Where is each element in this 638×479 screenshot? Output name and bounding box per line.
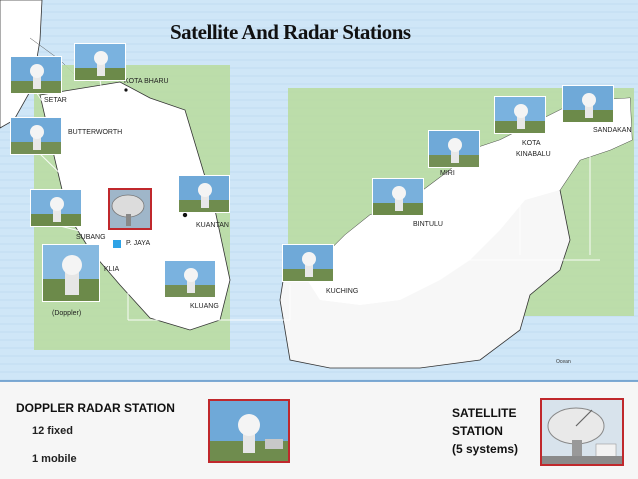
label-miri: MIRI	[440, 170, 455, 177]
label-putrajaya: P. JAYA	[126, 240, 151, 247]
radar-dome-icon	[43, 245, 99, 301]
radar-photo-sandakan	[562, 85, 614, 123]
radar-dome-icon	[429, 131, 479, 167]
radar-photo-setar	[10, 56, 62, 94]
label-klia: KLIA	[104, 266, 120, 273]
kuantan-marker	[182, 212, 188, 218]
doppler-fixed-count: 12 fixed	[32, 425, 73, 437]
legend-panel: DOPPLER RADAR STATION 12 fixed 1 mobile …	[0, 382, 638, 479]
satellite-legend-line1: SATELLITE	[452, 406, 517, 420]
radar-dome-icon	[31, 190, 81, 226]
radar-dome-icon	[373, 179, 423, 215]
radar-dome-icon	[563, 86, 613, 122]
doppler-mobile-count: 1 mobile	[32, 453, 77, 465]
label-kluang: KLUANG	[190, 303, 219, 310]
radar-photo-kuantan	[178, 175, 230, 213]
radar-dome-icon	[495, 97, 545, 133]
radar-dome-icon	[75, 44, 125, 80]
label-kota-bharu: KOTA BHARU	[124, 78, 169, 85]
radar-photo-doppler	[42, 244, 100, 302]
satellite-legend-line2: STATION	[452, 424, 503, 438]
label-setar: SETAR	[44, 97, 67, 104]
radar-photo-kota-bharu	[74, 43, 126, 81]
radar-photo-kuching	[282, 244, 334, 282]
label-bintulu: BINTULU	[413, 221, 443, 228]
label-kuching: KUCHING	[326, 288, 359, 295]
radar-photo-bintulu	[372, 178, 424, 216]
malaysian-borneo	[288, 98, 632, 305]
satellite-dish-icon	[110, 190, 150, 228]
radar-photo-kota-kinabalu	[494, 96, 546, 134]
doppler-legend-photo	[208, 399, 290, 463]
page-title: Satellite And Radar Stations	[170, 20, 411, 44]
radar-dome-icon	[179, 176, 229, 212]
label-kota-kinabalu-line2: KINABALU	[516, 151, 551, 158]
radar-photo-kluang	[164, 260, 216, 298]
putrajaya-marker	[113, 240, 121, 248]
satellite-dish-icon	[542, 400, 622, 464]
radar-dome-icon	[165, 261, 215, 297]
radar-photo-subang	[30, 189, 82, 227]
radar-dome-icon	[210, 401, 288, 461]
label-sandakan: SANDAKAN	[593, 127, 632, 134]
label-kota-kinabalu-line1: KOTA	[522, 140, 541, 147]
satellite-photo-putrajaya	[108, 188, 152, 230]
label-subang: SUBANG	[76, 234, 106, 241]
label-doppler-note: (Doppler)	[52, 310, 82, 317]
satellite-legend-photo	[540, 398, 624, 466]
radar-photo-miri	[428, 130, 480, 168]
satellite-legend-line3: (5 systems)	[452, 442, 519, 456]
radar-dome-icon	[283, 245, 333, 281]
radar-dome-icon	[11, 118, 61, 154]
radar-photo-butterworth	[10, 117, 62, 155]
doppler-legend-title: DOPPLER RADAR STATION	[16, 401, 175, 415]
label-butterworth: BUTTERWORTH	[68, 129, 123, 136]
connector-lines	[35, 79, 291, 321]
label-kuantan: KUANTAN	[196, 222, 229, 229]
radar-dome-icon	[11, 57, 61, 93]
map-credit: Ocean	[556, 359, 571, 365]
kota-bharu-marker	[124, 88, 128, 92]
